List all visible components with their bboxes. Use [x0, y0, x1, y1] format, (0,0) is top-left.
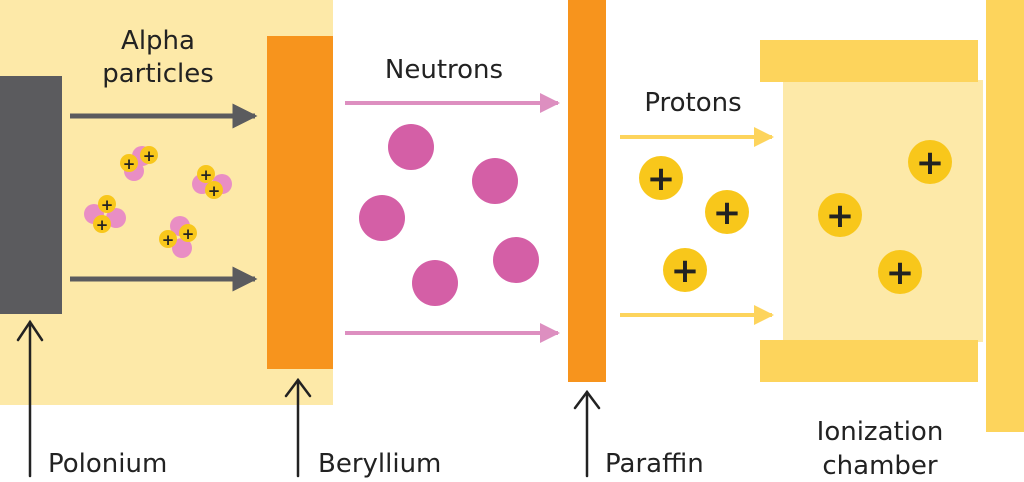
plus-sign: +: [916, 143, 945, 183]
plus-sign: +: [713, 193, 742, 233]
pointer-arrow-paraffin: [573, 389, 601, 478]
proton: +: [818, 193, 862, 237]
neutron: [472, 158, 518, 204]
plus-sign: +: [101, 196, 114, 214]
label-neutrons: Neutrons: [385, 55, 503, 85]
proton: +: [639, 156, 683, 200]
label-alpha-line1: Alpha: [121, 26, 195, 56]
proton: +: [663, 248, 707, 292]
label-beryllium: Beryllium: [318, 449, 441, 479]
plus-sign: +: [182, 225, 195, 243]
plus-sign: +: [886, 253, 915, 293]
pointer-arrow-beryllium: [284, 377, 312, 478]
chamber-top-plate: [760, 40, 978, 82]
proton: +: [908, 140, 952, 184]
paraffin-slab: [568, 0, 606, 382]
label-ionization-line1: Ionization: [817, 417, 944, 447]
neutron: [359, 195, 405, 241]
label-ionization-line2: chamber: [822, 451, 938, 481]
label-alpha-line2: particles: [102, 59, 214, 89]
label-polonium: Polonium: [48, 449, 167, 479]
plus-sign: +: [826, 196, 855, 236]
neutron: [388, 124, 434, 170]
alpha-particle: + +: [192, 165, 232, 200]
alpha-particle: + +: [84, 195, 126, 234]
chamber-bottom-plate: [760, 340, 978, 382]
proton: +: [878, 250, 922, 294]
neutron: [493, 237, 539, 283]
plus-sign: +: [123, 155, 136, 173]
proton: +: [705, 190, 749, 234]
plus-sign: +: [647, 159, 676, 199]
plus-sign: +: [200, 166, 213, 184]
beryllium-slab: [267, 36, 333, 369]
label-paraffin: Paraffin: [605, 449, 704, 479]
neutron: [412, 260, 458, 306]
pointer-arrow-polonium: [16, 319, 44, 478]
plus-sign: +: [143, 147, 156, 165]
chamber-back-wall: [986, 0, 1024, 432]
chamber-interior: [783, 80, 983, 342]
plus-sign: +: [671, 251, 700, 291]
label-protons: Protons: [644, 88, 741, 118]
polonium-block: [0, 76, 62, 314]
alpha-particle: + +: [120, 146, 158, 181]
plus-sign: +: [96, 216, 109, 234]
plus-sign: +: [162, 231, 175, 249]
plus-sign: +: [208, 182, 221, 200]
alpha-particle: + +: [159, 216, 197, 258]
